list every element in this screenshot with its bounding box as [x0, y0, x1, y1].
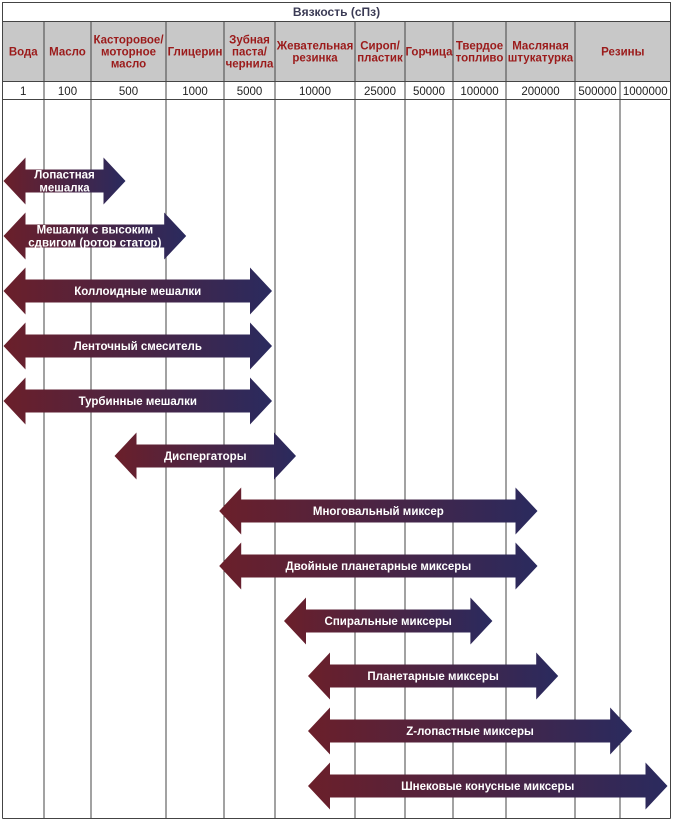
mixer-label: Мешалки с высоким: [37, 225, 154, 237]
mixer-range-arrow: [219, 487, 538, 535]
column-header: Масло: [49, 47, 86, 59]
grid-lines: [2, 21, 671, 819]
viscosity-value: 1000000: [623, 86, 668, 98]
mixer-range-arrow: [114, 432, 296, 480]
mixer-label: Z-лопастные миксеры: [406, 726, 534, 738]
mixer-range-arrow: [308, 762, 668, 810]
mixer-range-arrow: [284, 597, 493, 645]
mixer-label: Многовальный миксер: [313, 506, 444, 518]
column-header: Масляная: [512, 41, 569, 53]
column-header: масло: [111, 59, 146, 71]
mixer-label: Ленточный смеситель: [74, 341, 202, 353]
column-header: Резины: [601, 47, 645, 59]
mixer-label: Турбинные мешалки: [79, 396, 197, 408]
mixer-label: Планетарные миксеры: [367, 671, 499, 683]
header-background: [2, 21, 671, 82]
mixer-range-arrow: [219, 542, 538, 590]
column-header: Горчица: [405, 47, 453, 59]
viscosity-value: 500000: [578, 86, 616, 98]
mixer-label: Шнековые конусные миксеры: [401, 781, 574, 793]
viscosity-value: 1: [20, 86, 26, 98]
mixer-label: Коллоидные мешалки: [74, 286, 201, 298]
mixer-range-arrow: [308, 707, 633, 755]
mixer-range-arrow: [3, 267, 272, 315]
viscosity-value: 100000: [460, 86, 498, 98]
viscosity-value: 500: [119, 86, 138, 98]
column-header: штукатурка: [508, 53, 574, 65]
viscosity-value: 1000: [182, 86, 208, 98]
mixer-range-arrow: [3, 212, 187, 260]
viscosity-value: 50000: [413, 86, 445, 98]
column-header: паста/: [232, 47, 268, 59]
viscosity-value: 200000: [521, 86, 559, 98]
value-row: 1 100 500 1000 5000 10000 25000 50000 100000 2000…: [20, 86, 668, 98]
mixer-range-arrow: [308, 652, 559, 700]
viscosity-value: 25000: [364, 86, 396, 98]
column-header: пластик: [357, 53, 403, 65]
mixer-label: Диспергаторы: [164, 451, 247, 463]
column-header: Твердое: [456, 41, 503, 53]
column-header: резинка: [292, 53, 338, 65]
mixer-label: сдвигом (ротор статор): [28, 238, 161, 250]
column-header: Зубная: [229, 35, 270, 47]
mixer-range-arrow: [3, 377, 272, 425]
chart-title: Вязкость (сПз): [293, 5, 380, 19]
mixer-label: Лопастная: [34, 170, 95, 182]
column-header: топливо: [456, 53, 504, 65]
column-header: Сироп/: [360, 41, 400, 53]
viscosity-value: 100: [58, 86, 77, 98]
viscosity-value: 5000: [237, 86, 263, 98]
mixer-range-arrow: [3, 322, 272, 370]
column-header: Касторовое/: [93, 35, 164, 47]
mixer-label: Двойные планетарные миксеры: [286, 561, 472, 573]
column-header: Глицерин: [168, 47, 223, 59]
mixer-range-arrow: [3, 157, 126, 205]
column-header: Жевательная: [276, 41, 354, 53]
column-header: моторное: [101, 47, 156, 59]
mixer-label: Спиральные миксеры: [325, 616, 452, 628]
column-header: Вода: [9, 47, 38, 59]
mixer-label: мешалка: [39, 183, 90, 195]
viscosity-value: 10000: [299, 86, 331, 98]
column-header: чернила: [226, 59, 274, 71]
